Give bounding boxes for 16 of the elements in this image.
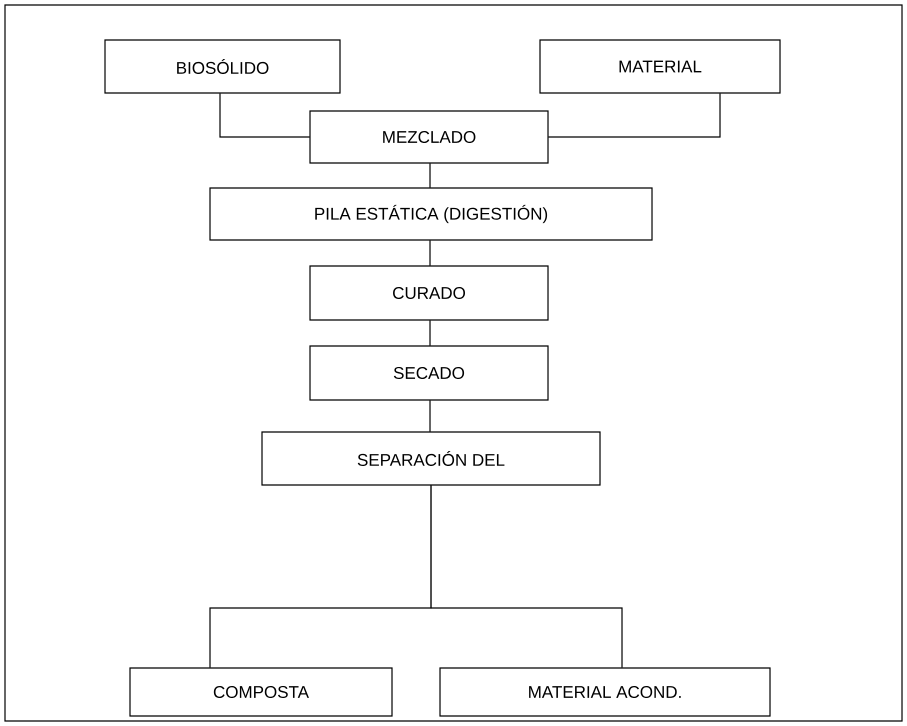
process-box: MATERIAL [539, 39, 781, 94]
connector-line [219, 94, 310, 138]
process-box: COMPOSTA [129, 667, 393, 717]
connector-line [429, 164, 431, 188]
connector-line [430, 486, 623, 668]
connector-line [548, 94, 721, 138]
process-box: BIOSÓLIDO [104, 39, 341, 94]
process-box: MATERIAL ACOND. [439, 667, 771, 717]
process-box: MEZCLADO [309, 110, 549, 164]
process-box: SECADO [309, 345, 549, 401]
process-box: CURADO [309, 265, 549, 321]
connector-line [429, 320, 431, 346]
process-box: PILA ESTÁTICA (DIGESTIÓN) [209, 187, 653, 241]
process-box: SEPARACIÓN DEL [261, 431, 601, 486]
connector-line [429, 240, 431, 266]
connector-line [429, 400, 431, 432]
